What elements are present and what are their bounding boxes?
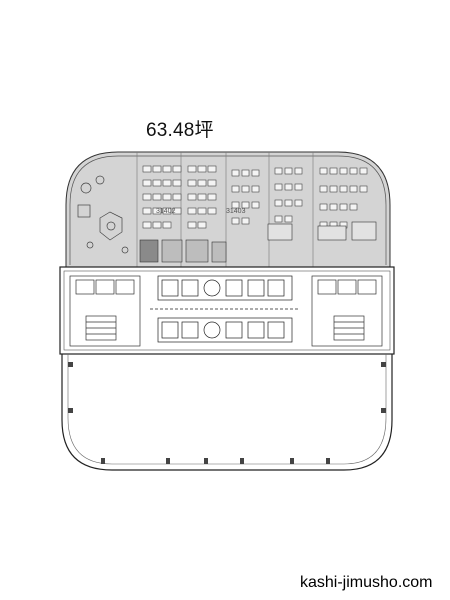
room-label-31403: 31403 — [226, 208, 246, 215]
right-core — [311, 275, 383, 347]
lower-wing-outline — [61, 354, 393, 471]
site-url-watermark: kashi-jimusho.com — [300, 574, 433, 591]
column-markers — [68, 362, 386, 464]
left-core — [69, 275, 141, 347]
desk-clusters — [142, 165, 368, 229]
lounge-area — [77, 175, 129, 254]
room-label-31402: 31402 — [156, 208, 176, 215]
area-size-label: 63.48坪 — [146, 120, 214, 141]
elevator-banks — [150, 275, 300, 343]
meeting-rooms — [139, 221, 377, 263]
